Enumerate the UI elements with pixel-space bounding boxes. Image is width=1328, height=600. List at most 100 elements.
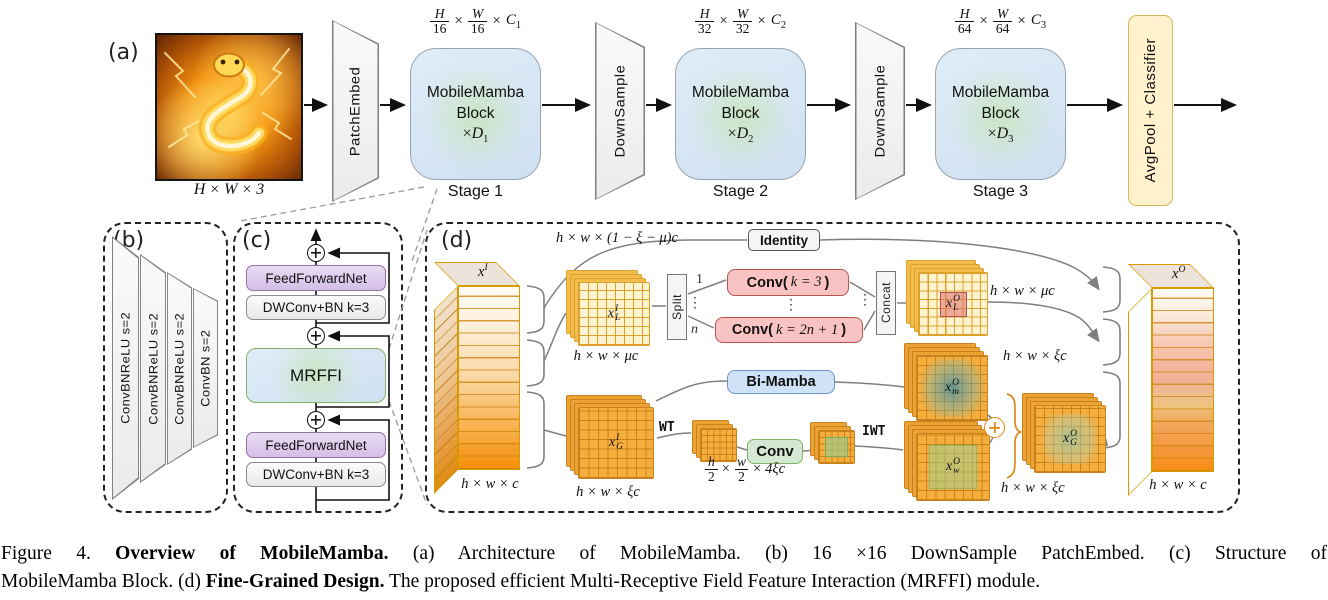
block3-line2: Block [981,104,1020,122]
figure-caption: Figure 4. Overview of MobileMamba. (a) A… [1,540,1327,595]
xO-tensor-front [1152,288,1214,472]
xmO-global-highlight [920,359,984,417]
convbnrelu3-label: ConvBNReLU s=2 [172,312,187,425]
concat-label: Concat [879,282,893,324]
convbn-layer-4: ConvBN s=2 [193,288,218,448]
panel-c-label: (c) [242,228,272,253]
input-image-snake [155,33,303,181]
residual-add-icon-top [307,244,325,262]
merge-add-icon [984,417,1005,438]
iwt-label: IWT [862,424,886,439]
convbnrelu-layer-1: ConvBNReLU s=2 [112,236,139,500]
xI-tensor-side [434,286,458,494]
bimamba-box: Bi-Mamba [727,370,835,394]
patchembed-block: PatchEmbed [332,20,379,202]
panel-b-box [103,222,228,513]
ffn-upper-label: FeedForwardNet [265,270,367,286]
block1-line1: MobileMamba [426,83,525,101]
residual-add-icon-bottom [307,411,325,429]
mrffi-box: MRFFI [246,348,386,403]
wt-label: WT [659,420,675,435]
panel-a-label: (a) [108,40,139,65]
xO-label: xO [1172,265,1186,282]
identity-box: Identity [748,229,820,251]
xGI-dims-label: h × w × ξc [576,484,640,500]
branch-last-label: n [691,322,698,337]
bimamba-label: Bi-Mamba [746,374,816,390]
mobilemamba-block-stage1: MobileMamba Block ×D1 [410,48,541,180]
identity-path-dims: h × w × (1 − ξ − μ)c [556,230,678,246]
downsample1-label: DownSample [612,64,628,158]
stage3-label: Stage 3 [972,183,1029,200]
xI-dims-label: h × w × c [461,476,519,492]
snake-illustration [164,48,292,156]
dwconv-box-lower: DWConv+BN k=3 [246,462,386,487]
patchembed-label: PatchEmbed [347,66,364,156]
xLO-dims-label: h × w × μc [990,283,1055,299]
downsample2-label: DownSample [872,64,888,158]
concat-box: Concat [876,271,896,335]
convbn4-label: ConvBN s=2 [198,329,213,407]
merge-brace [1006,393,1022,479]
conv-branch-dots: ⋮ [784,298,798,313]
convbnrelu-layer-2: ConvBNReLU s=2 [140,254,166,483]
avgpool-label: AvgPool + Classifier [1142,38,1159,183]
stage2-label: Stage 2 [712,183,769,200]
conv-k2n1-box: Conv(k = 2n + 1) [715,317,863,343]
panel-c-box [233,222,403,513]
branch-dots: ⋮ [688,296,702,311]
wavelet-highlight [825,436,848,458]
mobilemamba-block-stage2: MobileMamba Block ×D2 [675,48,806,180]
xGO-highlight [1043,413,1097,465]
tensor-wavelet-low [692,420,737,462]
convbnrelu2-label: ConvBNReLU s=2 [145,312,161,425]
downsample-block-1: DownSample [595,22,645,200]
conv-wavelet-label: Conv [756,443,794,460]
panel-d-box [425,222,1240,513]
dwconv-box-upper: DWConv+BN k=3 [246,295,386,320]
feedforwardnet-box-upper: FeedForwardNet [246,265,386,291]
panel-d-label: (d) [441,228,473,253]
block3-line1: MobileMamba [951,83,1050,101]
ffn-lower-label: FeedForwardNet [265,437,367,453]
downsample-block-2: DownSample [855,22,905,200]
tensor-wavelet-conv [810,422,855,464]
xGO-dims-label: h × w × ξc [1001,480,1065,496]
mobilemamba-block-stage3: MobileMamba Block ×D3 [935,48,1066,180]
concat-input-dots: ⋮ [858,293,872,308]
stage1-label: Stage 1 [447,183,504,200]
xLI-dims-label: h × w × μc [573,348,639,364]
dwconv-upper-label: DWConv+BN k=3 [262,300,370,315]
input-dims-label: H × W × 3 [193,181,265,198]
convbnrelu1-label: ConvBNReLU s=2 [118,312,133,424]
block1-line2: Block [456,104,495,122]
dwconv-lower-label: DWConv+BN k=3 [262,467,370,482]
avgpool-classifier-block: AvgPool + Classifier [1128,15,1173,206]
conv-k3-box: Conv(k = 3) [727,269,849,296]
xI-tensor-front [458,286,520,470]
caption-line-1: Figure 4. Overview of MobileMamba. (a) A… [1,543,1327,564]
feedforwardnet-box-lower: FeedForwardNet [246,432,386,458]
xI-label: xI [478,263,488,280]
xmO-dims-label: h × w × ξc [1003,348,1067,364]
split-label: Split [670,294,684,320]
conv-wavelet-box: Conv [747,439,803,464]
identity-label: Identity [759,232,808,248]
residual-add-icon-middle [307,327,325,345]
convbnrelu-layer-3: ConvBNReLU s=2 [167,272,192,465]
xO-tensor-side [1128,288,1152,496]
mrffi-label: MRFFI [290,365,342,385]
split-box: Split [667,274,687,340]
xLO-receptive-highlight [940,292,967,317]
